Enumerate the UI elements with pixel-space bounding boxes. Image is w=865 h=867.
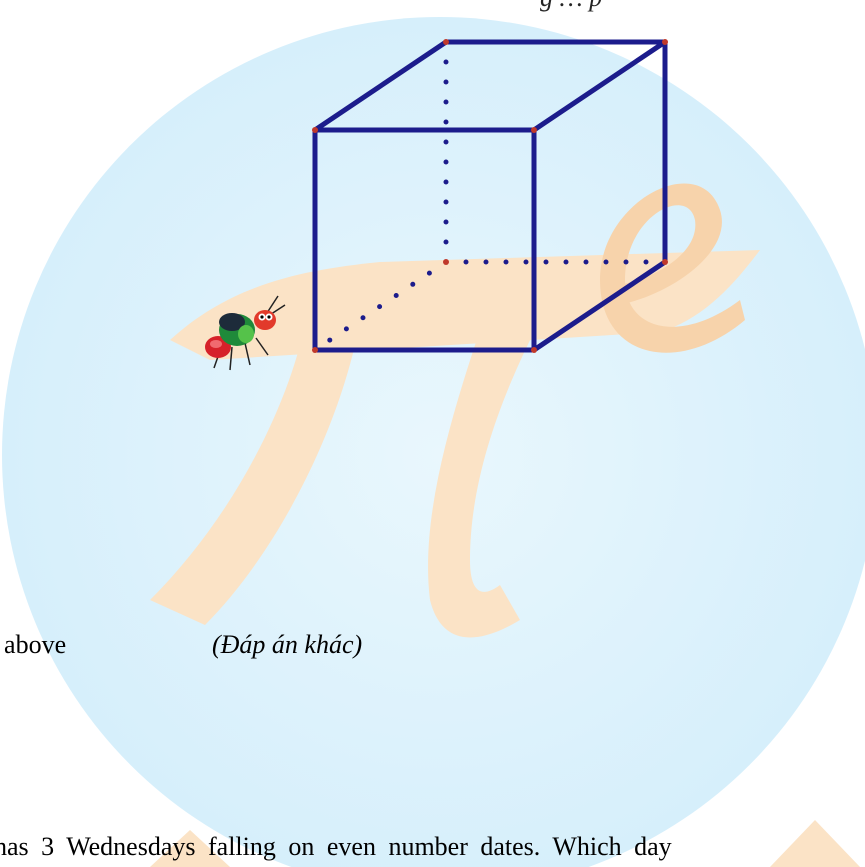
cube-front-face (312, 127, 537, 353)
question-text: has 3 Wednesdays falling on even number … (0, 832, 672, 861)
watermark-circle (2, 17, 865, 867)
answer-option-text: e above (0, 630, 67, 659)
vertex (312, 127, 318, 133)
vertex (443, 39, 449, 45)
vertex (662, 259, 668, 265)
vertex (443, 259, 449, 265)
hidden-edge-depth (312, 259, 449, 353)
ant-icon (205, 295, 286, 371)
partial-top-text: g … p (540, 0, 602, 14)
vertex (662, 39, 668, 45)
cube-edge-top-left (313, 39, 448, 133)
vertex (312, 347, 318, 353)
vertex (531, 347, 537, 353)
cube-edge-bottom-right (532, 259, 667, 353)
cube-edge-top-right (532, 39, 667, 133)
bottom-accent-left (150, 830, 230, 867)
bottom-accent-right (770, 820, 860, 867)
answer-option-note: (Đáp án khác) (212, 630, 363, 659)
pi-left-leg-shape (150, 345, 355, 625)
pi-right-leg-shape (428, 330, 535, 638)
vertex (531, 127, 537, 133)
e-swirl-shape (600, 183, 745, 353)
